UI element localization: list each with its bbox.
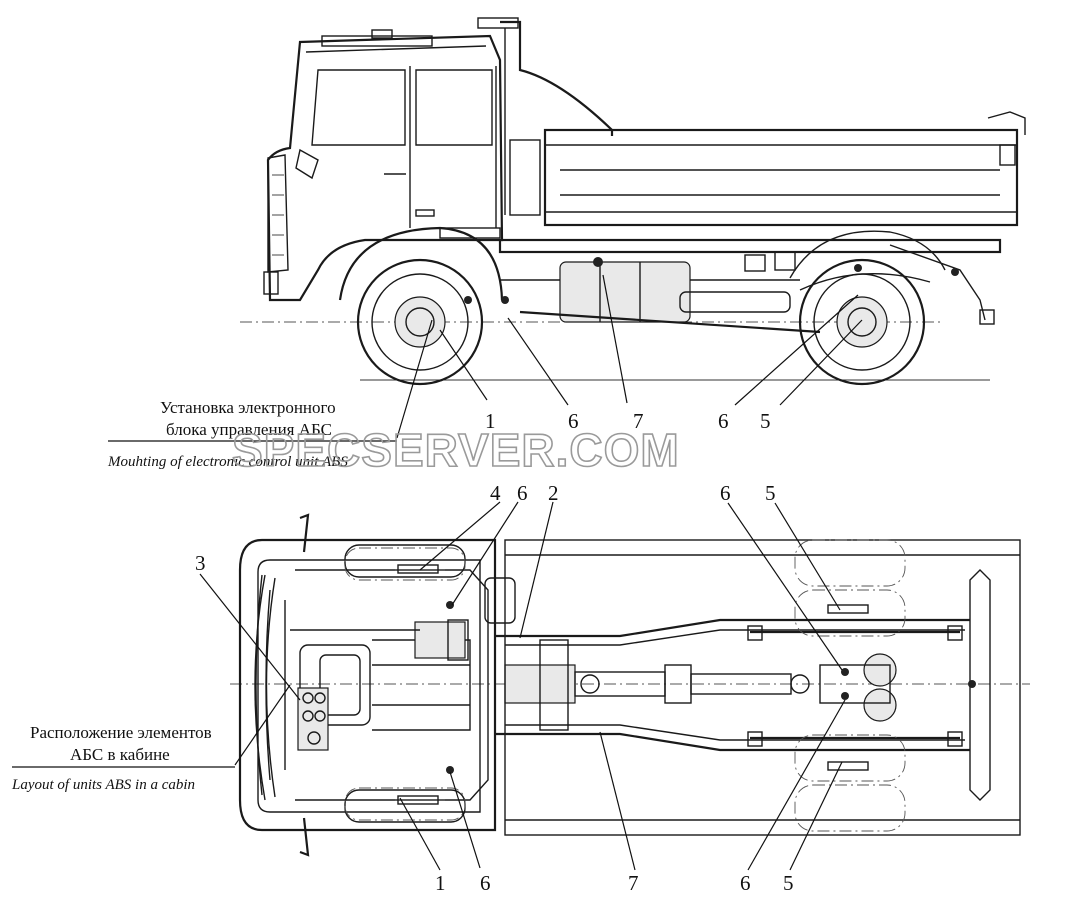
callout-6-side-rear: 6 xyxy=(718,409,729,433)
callout-1-bottom: 1 xyxy=(435,871,446,895)
callout-4-top: 4 xyxy=(490,481,501,505)
side-view-truck xyxy=(240,17,1026,386)
top-view-leaders xyxy=(12,501,846,871)
caption-ru-top-line2: АБС в кабине xyxy=(70,745,170,764)
side-view-callouts: 1 6 7 6 5 xyxy=(485,409,771,433)
callout-7-side: 7 xyxy=(633,409,644,433)
callout-5-bottom-rear: 5 xyxy=(783,871,794,895)
top-view-truck xyxy=(230,513,1030,857)
top-view-callouts: 4 6 2 6 5 3 1 6 7 6 5 xyxy=(195,481,794,895)
caption-ru-side-line2: блока управления АБС xyxy=(166,420,332,439)
caption-en-top: Layout of units ABS in a cabin xyxy=(11,777,195,793)
caption-ru-top-line1: Расположение элементов xyxy=(30,723,212,742)
caption-en-side: Mouhting of electronic control unit ABS xyxy=(107,454,348,470)
callout-6-top-cab: 6 xyxy=(517,481,528,505)
callout-2-top: 2 xyxy=(548,481,559,505)
callout-6-bottom-cab: 6 xyxy=(480,871,491,895)
callout-7-bottom: 7 xyxy=(628,871,639,895)
top-view-caption: Расположение элементов АБС в кабине Layo… xyxy=(11,723,212,793)
callout-3-top: 3 xyxy=(195,551,206,575)
callout-6-bottom-rear: 6 xyxy=(740,871,751,895)
callout-6-top-rear: 6 xyxy=(720,481,731,505)
side-view-caption: Установка электронного блока управления … xyxy=(107,398,348,470)
side-view-leaders xyxy=(108,274,863,442)
callout-5-side: 5 xyxy=(760,409,771,433)
callout-5-top-rear: 5 xyxy=(765,481,776,505)
watermark-text: SPECSERVER.COM xyxy=(232,424,680,476)
caption-ru-side-line1: Установка электронного xyxy=(160,398,336,417)
callout-1-side: 1 xyxy=(485,409,496,433)
callout-6-side-front: 6 xyxy=(568,409,579,433)
